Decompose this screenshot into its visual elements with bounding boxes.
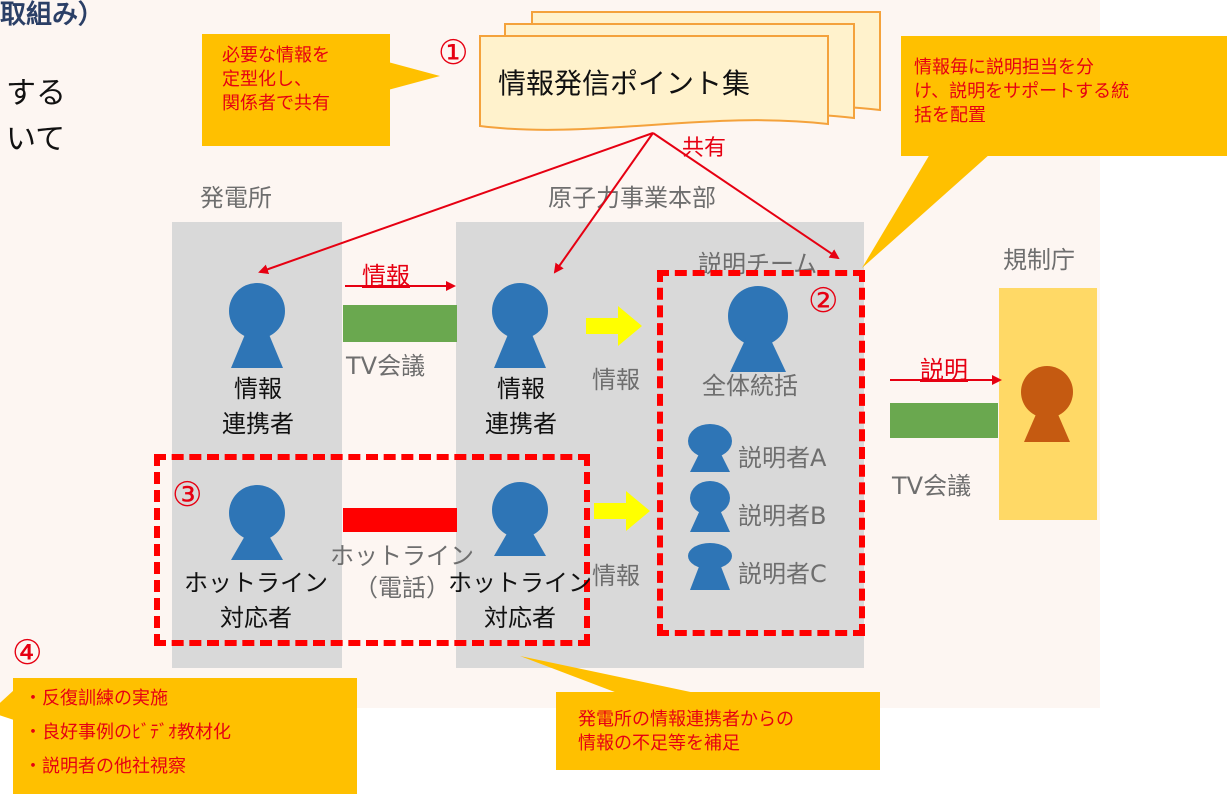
callout-2-text: 情報毎に説明担当を分け、説明をサポートする統括を配置 bbox=[914, 57, 1130, 126]
hotline-bar bbox=[343, 508, 457, 532]
tv-conference-bar-plant-hq bbox=[343, 305, 457, 342]
explanation-team-group bbox=[657, 270, 865, 636]
explainer-a-label: 説明者A bbox=[738, 444, 827, 472]
explainer-c-label: 説明者C bbox=[738, 560, 827, 588]
hq-label: 原子力事業本部 bbox=[548, 184, 716, 212]
yellow-arrow-1 bbox=[586, 306, 642, 346]
left-text-line-1: する bbox=[6, 76, 66, 111]
callout-shape-4 bbox=[0, 678, 357, 794]
callout-shape-3 bbox=[520, 656, 880, 770]
number-4: ④ bbox=[12, 633, 43, 673]
number-3: ③ bbox=[172, 475, 203, 515]
person-icon-plant-liaison bbox=[229, 283, 285, 368]
document-title: 情報発信ポイント集 bbox=[498, 67, 751, 100]
explainer-b-label: 説明者B bbox=[738, 502, 827, 530]
callout-shape-1 bbox=[202, 34, 440, 146]
hq-liaison-label: 情報連携者 bbox=[485, 375, 557, 438]
person-icon-overall bbox=[728, 286, 788, 372]
hotline-group bbox=[154, 454, 590, 646]
callout-3-text: 発電所の情報連携者からの情報の不足等を補足 bbox=[578, 709, 794, 754]
tv-conference-bar-hq-regulator bbox=[890, 403, 998, 438]
left-text-line-2: いて bbox=[6, 122, 66, 157]
explain-link-label: 説明 bbox=[920, 356, 968, 384]
hq-hotline-label: ホットライン対応者 bbox=[448, 569, 592, 632]
overall-supervisor-label: 全体統括 bbox=[702, 372, 798, 400]
document-stack-icon bbox=[479, 11, 881, 131]
callout-1-text: 必要な情報を定型化し、関係者で共有 bbox=[222, 45, 330, 114]
share-label: 共有 bbox=[682, 136, 727, 161]
info-flow-label-2: 情報 bbox=[592, 562, 640, 590]
hotline-phone-label: ホットライン（電話） bbox=[330, 542, 474, 602]
info-flow-label-1: 情報 bbox=[592, 366, 640, 394]
page-title-fragment: 取組み） bbox=[0, 0, 105, 30]
callout-shape-2 bbox=[862, 36, 1227, 268]
person-icon-plant-hotline bbox=[229, 485, 285, 560]
callout-4-text: ・反復訓練の実施・良好事例のﾋﾞﾃﾞｵ教材化・説明者の他社視察 bbox=[24, 688, 231, 777]
tv-conference-label-1: TV会議 bbox=[346, 352, 426, 380]
plant-liaison-label: 情報連携者 bbox=[222, 375, 294, 438]
person-icon-explainer-b bbox=[690, 481, 730, 532]
regulator-label: 規制庁 bbox=[1003, 246, 1075, 274]
person-icon-hq-hotline bbox=[492, 482, 548, 556]
person-icon-hq-liaison bbox=[492, 283, 548, 368]
yellow-arrow-2 bbox=[594, 491, 650, 531]
tv-conference-label-2: TV会議 bbox=[892, 472, 972, 500]
info-link-label: 情報 bbox=[362, 262, 410, 290]
plant-hotline-label: ホットライン対応者 bbox=[184, 569, 328, 632]
person-icon-regulator bbox=[1021, 366, 1073, 442]
plant-label: 発電所 bbox=[200, 184, 272, 212]
person-icon-explainer-a bbox=[688, 424, 732, 472]
person-icon-explainer-c bbox=[688, 543, 732, 590]
number-2: ② bbox=[808, 281, 839, 321]
number-1: ① bbox=[438, 33, 469, 73]
